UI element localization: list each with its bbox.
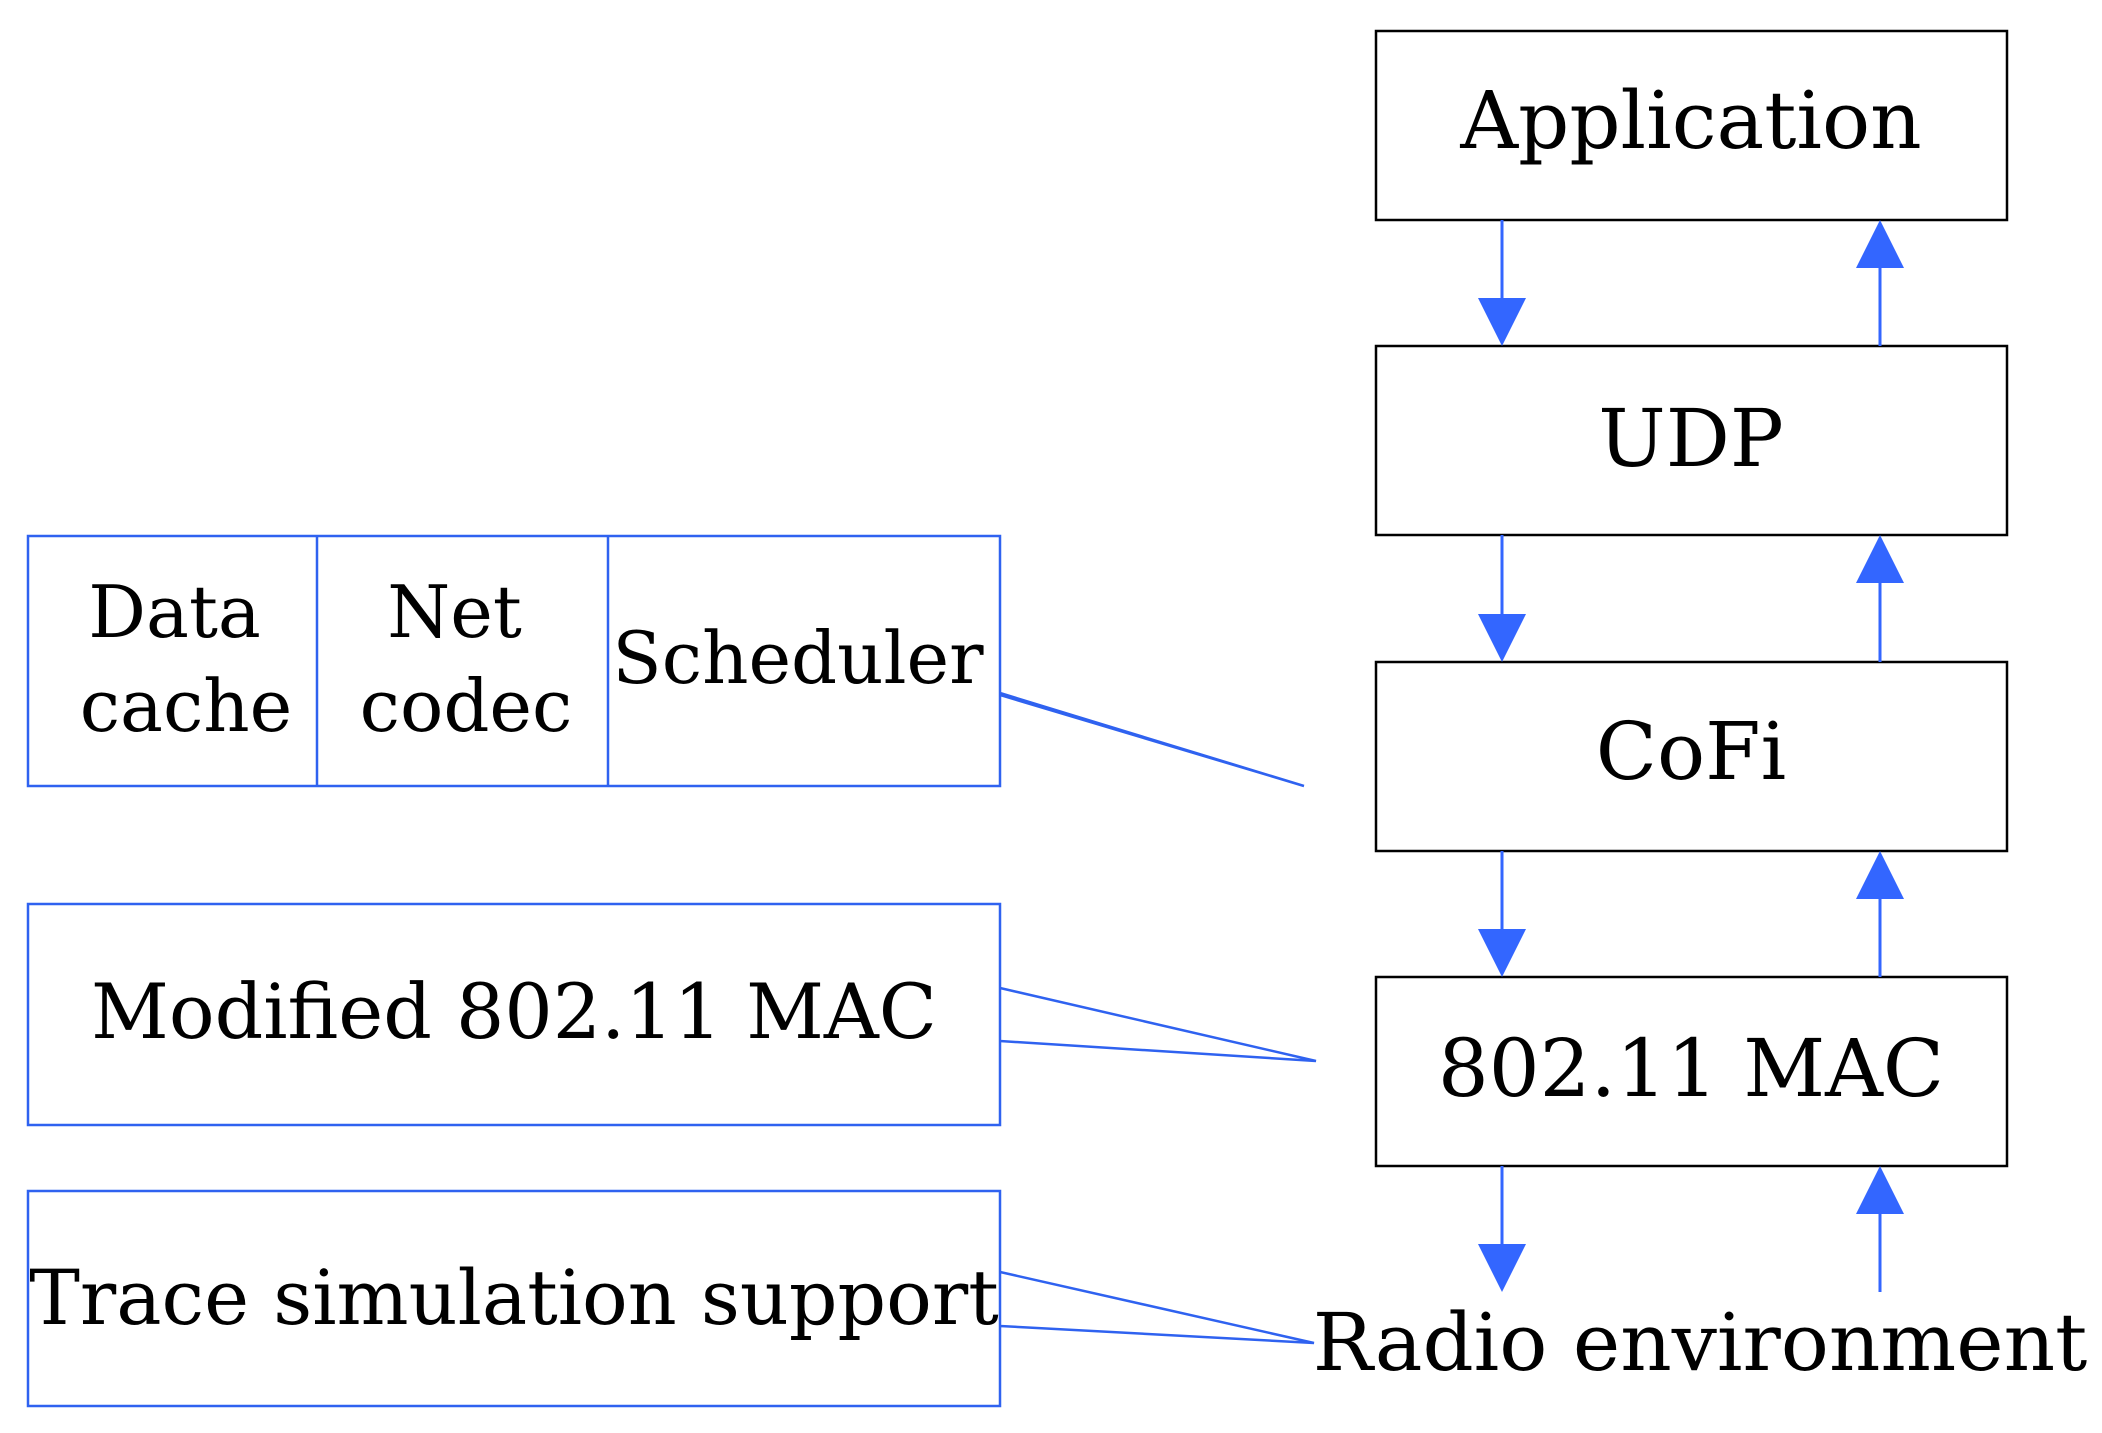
udp-box: [1374, 344, 2009, 537]
modified-mac-outline: [26, 902, 1317, 1127]
scheduler-label: Scheduler: [612, 616, 984, 700]
data-cache-label: Data cache: [80, 570, 293, 748]
trace-support-callout: [26, 1189, 1315, 1408]
net-codec-label: Net codec: [360, 570, 573, 748]
mac-box: [1374, 975, 2009, 1168]
trace-support-label: Trace simulation support: [29, 1253, 999, 1342]
arrowhead-down-udp-cofi: [1478, 614, 1526, 662]
arrowhead-down-cofi-mac: [1478, 929, 1526, 977]
cofi-box: [1374, 660, 2009, 853]
arrowhead-up-cofi-udp: [1856, 535, 1904, 583]
trace-support-outline: [26, 1189, 1315, 1408]
cofi-components-callout: [26, 534, 1305, 788]
net-codec-line-1: Net: [387, 570, 522, 654]
arrowhead-up-mac-cofi: [1856, 851, 1904, 899]
flow-arrows: [1478, 220, 1904, 1292]
application-box: [1374, 29, 2009, 222]
modified-mac-callout: [26, 902, 1317, 1127]
data-cache-line-2: cache: [80, 664, 293, 748]
net-codec-line-2: codec: [360, 664, 573, 748]
arrowhead-down-app-udp: [1478, 298, 1526, 346]
mac-label: 802.11 MAC: [1438, 1022, 1944, 1115]
cofi-callout-outline: [26, 534, 1305, 788]
arrowhead-up-udp-app: [1856, 220, 1904, 268]
modified-mac-label: Modified 802.11 MAC: [91, 967, 937, 1056]
arrowhead-up-radio-mac: [1856, 1166, 1904, 1214]
data-cache-line-1: Data: [88, 570, 261, 654]
protocol-stack: [1374, 29, 2009, 1168]
udp-label: UDP: [1598, 392, 1783, 485]
cofi-label: CoFi: [1596, 705, 1786, 798]
radio-environment-label: Radio environment: [1313, 1296, 2088, 1389]
application-label: Application: [1459, 74, 1921, 167]
arrowhead-down-mac-radio: [1478, 1244, 1526, 1292]
